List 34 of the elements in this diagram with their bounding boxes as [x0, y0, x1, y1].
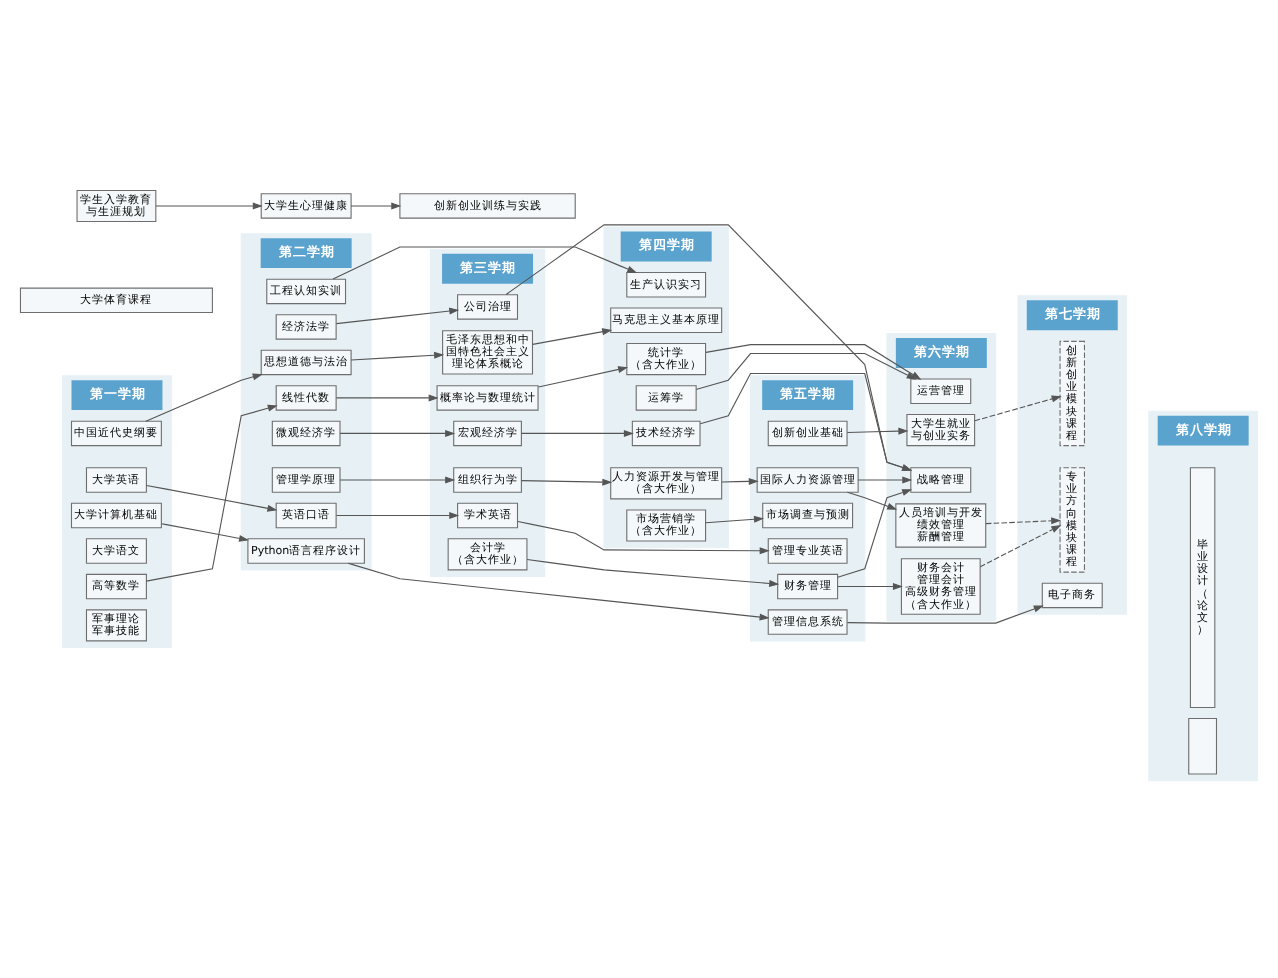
arrow [695, 351, 917, 389]
arrow [339, 475, 456, 483]
arrow [979, 524, 1062, 567]
arrow [974, 394, 1062, 421]
arrow [537, 365, 629, 387]
arrow [532, 327, 613, 344]
arrow [335, 393, 439, 401]
node-box [1188, 717, 1218, 774]
arrow [145, 483, 278, 511]
arrow [335, 511, 460, 519]
arrow [699, 371, 913, 470]
arrow [985, 516, 1062, 524]
arrow [837, 488, 913, 577]
arrow [145, 403, 278, 581]
arrow [526, 557, 780, 586]
arrow [837, 582, 903, 590]
arrow [347, 561, 770, 620]
arrow [332, 245, 638, 279]
arrow [846, 604, 1044, 623]
arrow [517, 519, 770, 554]
arrow [846, 426, 909, 434]
arrow [350, 201, 402, 209]
arrow [161, 522, 250, 541]
arrow [335, 306, 460, 324]
arrow [350, 350, 445, 360]
arrow [857, 475, 913, 483]
arrow [520, 477, 613, 485]
arrow [155, 201, 263, 209]
arrow [339, 428, 456, 436]
arrow [705, 514, 764, 523]
arrow [721, 476, 759, 484]
arrow [145, 372, 263, 421]
arrow [520, 428, 634, 436]
arrow [846, 490, 898, 509]
